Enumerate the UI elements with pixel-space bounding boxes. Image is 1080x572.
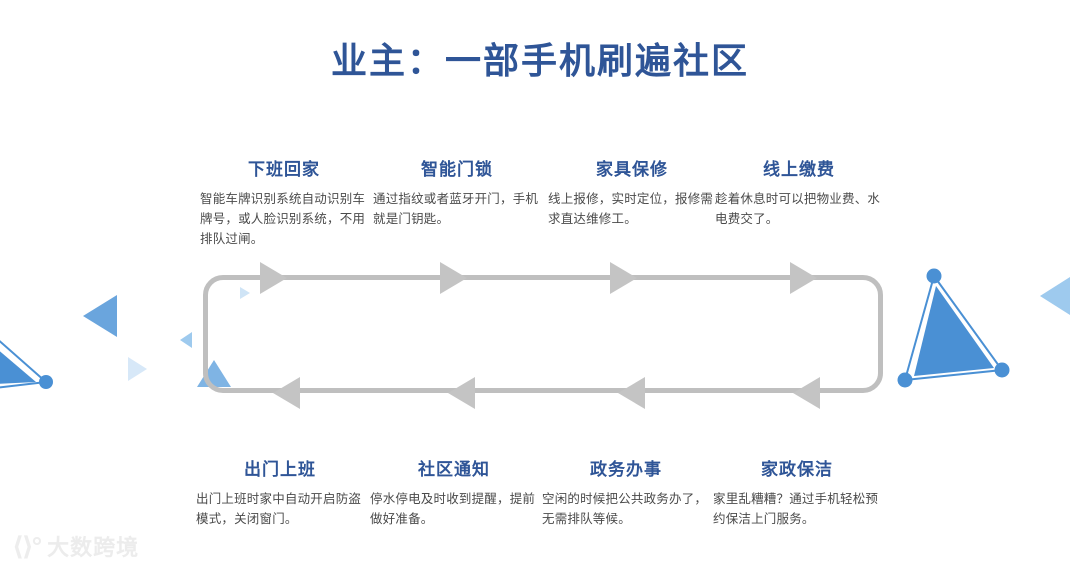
- feature-title: 社区通知: [418, 460, 490, 479]
- feature-item-top-2: 智能门锁 通过指纹或者蓝牙开门，手机就是门钥匙。: [373, 155, 541, 229]
- feature-body: 家里乱糟糟？通过手机轻松预约保洁上门服务。: [713, 492, 879, 526]
- decorative-triangle-right-pale: [1040, 277, 1070, 315]
- feature-body: 出门上班时家中自动开启防盗模式，关闭窗门。: [196, 492, 362, 526]
- decorative-triangle-left-small: [180, 332, 192, 348]
- decorative-triangle-left-medium: [83, 295, 117, 337]
- feature-item-top-4: 线上缴费 趁着休息时可以把物业费、水电费交了。: [715, 155, 883, 229]
- watermark-label: 大数跨境: [47, 535, 140, 560]
- flow-arrow-right-3: [610, 262, 637, 294]
- flow-arrow-left-1: [273, 377, 300, 409]
- feature-body: 通过指纹或者蓝牙开门，手机就是门钥匙。: [373, 192, 539, 226]
- feature-item-bottom-2: 社区通知 停水停电及时收到提醒，提前做好准备。: [370, 455, 538, 529]
- flow-arrow-left-3: [618, 377, 645, 409]
- feature-title: 智能门锁: [421, 160, 493, 179]
- decorative-triangle-outline-right: [890, 264, 1020, 389]
- page-title: 业主：一部手机刷遍社区: [330, 40, 749, 81]
- watermark-logo-icon: ⟨⟩°: [12, 531, 42, 561]
- decorative-triangle-left-pale: [128, 357, 147, 381]
- flow-arrow-right-1: [260, 262, 287, 294]
- feature-title: 政务办事: [590, 460, 662, 479]
- flow-arrow-right-2: [440, 262, 467, 294]
- feature-item-bottom-4: 家政保洁 家里乱糟糟？通过手机轻松预约保洁上门服务。: [713, 455, 881, 529]
- feature-title: 出门上班: [244, 460, 316, 479]
- feature-item-bottom-1: 出门上班 出门上班时家中自动开启防盗模式，关闭窗门。: [196, 455, 364, 529]
- feature-item-bottom-3: 政务办事 空闲的时候把公共政务办了，无需排队等候。: [542, 455, 710, 529]
- flow-arrow-left-4: [793, 377, 820, 409]
- flow-arrow-right-4: [790, 262, 817, 294]
- feature-title: 线上缴费: [763, 160, 835, 179]
- feature-title: 下班回家: [248, 160, 320, 179]
- feature-body: 趁着休息时可以把物业费、水电费交了。: [715, 192, 881, 226]
- decorative-triangle-outline-left: [0, 300, 64, 395]
- decorative-triangle-track-inner: [240, 287, 250, 299]
- watermark: ⟨⟩° 大数跨境: [12, 530, 139, 562]
- feature-body: 空闲的时候把公共政务办了，无需排队等候。: [542, 492, 708, 526]
- process-loop-track: [203, 275, 883, 393]
- feature-title: 家政保洁: [761, 460, 833, 479]
- feature-body: 线上报修，实时定位，报修需求直达维修工。: [548, 192, 714, 226]
- flow-arrow-left-2: [448, 377, 475, 409]
- feature-body: 智能车牌识别系统自动识别车牌号，或人脸识别系统，不用排队过闸。: [200, 192, 366, 246]
- feature-item-top-1: 下班回家 智能车牌识别系统自动识别车牌号，或人脸识别系统，不用排队过闸。: [200, 155, 368, 249]
- feature-body: 停水停电及时收到提醒，提前做好准备。: [370, 492, 536, 526]
- feature-title: 家具保修: [596, 160, 668, 179]
- feature-item-top-3: 家具保修 线上报修，实时定位，报修需求直达维修工。: [548, 155, 716, 229]
